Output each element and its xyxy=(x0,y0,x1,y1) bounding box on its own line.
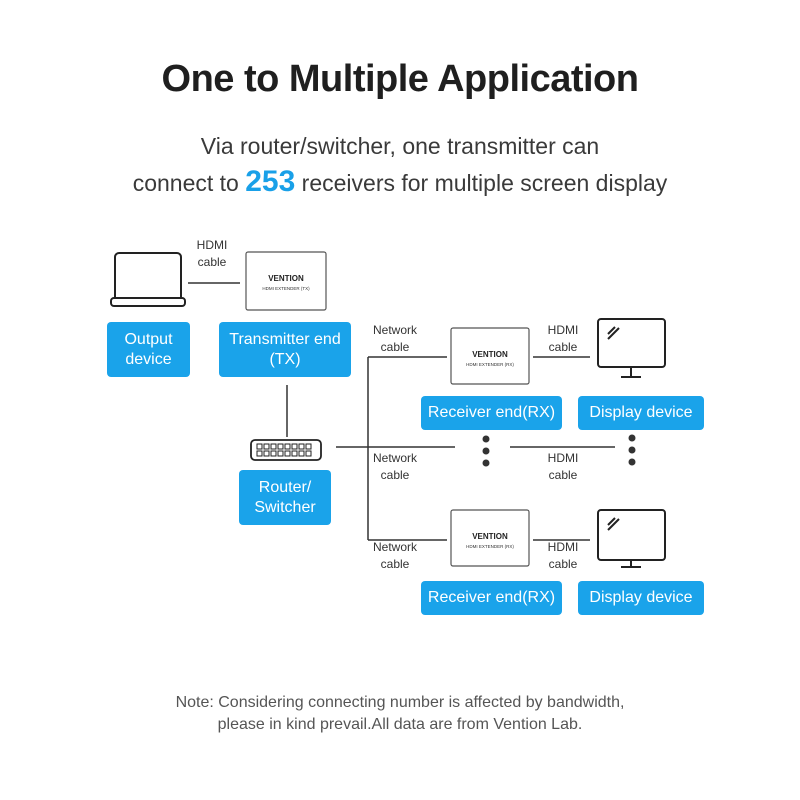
network-cable-label-top: Network cable xyxy=(372,323,417,354)
transmitter-box: VENTION HDMI EXTENDER (TX) xyxy=(245,251,327,311)
transmitter-label: Transmitter end (TX) xyxy=(219,322,351,377)
display-device-label-top: Display device xyxy=(578,396,704,430)
receiver-count: 253 xyxy=(245,165,296,198)
rx-top-subtitle: HDMI EXTENDER (RX) xyxy=(466,362,514,367)
ellipsis-dots-rx xyxy=(482,435,490,467)
rx-top-brand: VENTION xyxy=(472,350,508,359)
ellipsis-dots-display xyxy=(628,434,636,466)
subtitle-pre: connect to xyxy=(132,170,246,196)
tx-subtitle: HDMI EXTENDER (TX) xyxy=(262,286,310,291)
hdmi-cable-label-bottom: HDMI cable xyxy=(547,540,579,571)
monitor-icon-top xyxy=(597,318,666,378)
hdmi-cable-label-mid: HDMI cable xyxy=(547,451,579,482)
subtitle: Via router/switcher, one transmitter can… xyxy=(0,128,800,201)
receiver-box-bottom: VENTION HDMI EXTENDER (RX) xyxy=(450,509,530,567)
subtitle-line-1: Via router/switcher, one transmitter can xyxy=(200,133,600,159)
laptop-icon xyxy=(110,252,186,307)
footnote-line-2: please in kind prevail.All data are from… xyxy=(217,716,583,733)
network-cable-label-mid: Network cable xyxy=(372,451,417,482)
footnote: Note: Considering connecting number is a… xyxy=(0,692,800,736)
router-switch-icon xyxy=(250,439,322,461)
receiver-box-top: VENTION HDMI EXTENDER (RX) xyxy=(450,327,530,385)
connection-lines xyxy=(188,282,615,541)
monitor-icon-bottom xyxy=(597,509,666,568)
subtitle-line-2: connect to 253 receivers for multiple sc… xyxy=(0,164,800,201)
receiver-label-bottom: Receiver end(RX) xyxy=(421,581,562,615)
hdmi-cable-label-top: HDMI cable xyxy=(547,323,579,354)
display-device-label-bottom: Display device xyxy=(578,581,704,615)
rx-bottom-subtitle: HDMI EXTENDER (RX) xyxy=(466,544,514,549)
rx-bottom-brand: VENTION xyxy=(472,532,508,541)
network-cable-label-bottom: Network cable xyxy=(372,540,417,571)
output-device-label: Output device xyxy=(107,322,190,377)
footnote-line-1: Note: Considering connecting number is a… xyxy=(175,694,625,711)
receiver-label-top: Receiver end(RX) xyxy=(421,396,562,430)
tx-brand: VENTION xyxy=(268,274,304,283)
router-switcher-label: Router/ Switcher xyxy=(239,470,331,525)
hdmi-cable-label-tx: HDMI cable xyxy=(196,238,228,269)
page-title: One to Multiple Application xyxy=(161,58,639,100)
subtitle-post: receivers for multiple screen display xyxy=(295,170,668,196)
